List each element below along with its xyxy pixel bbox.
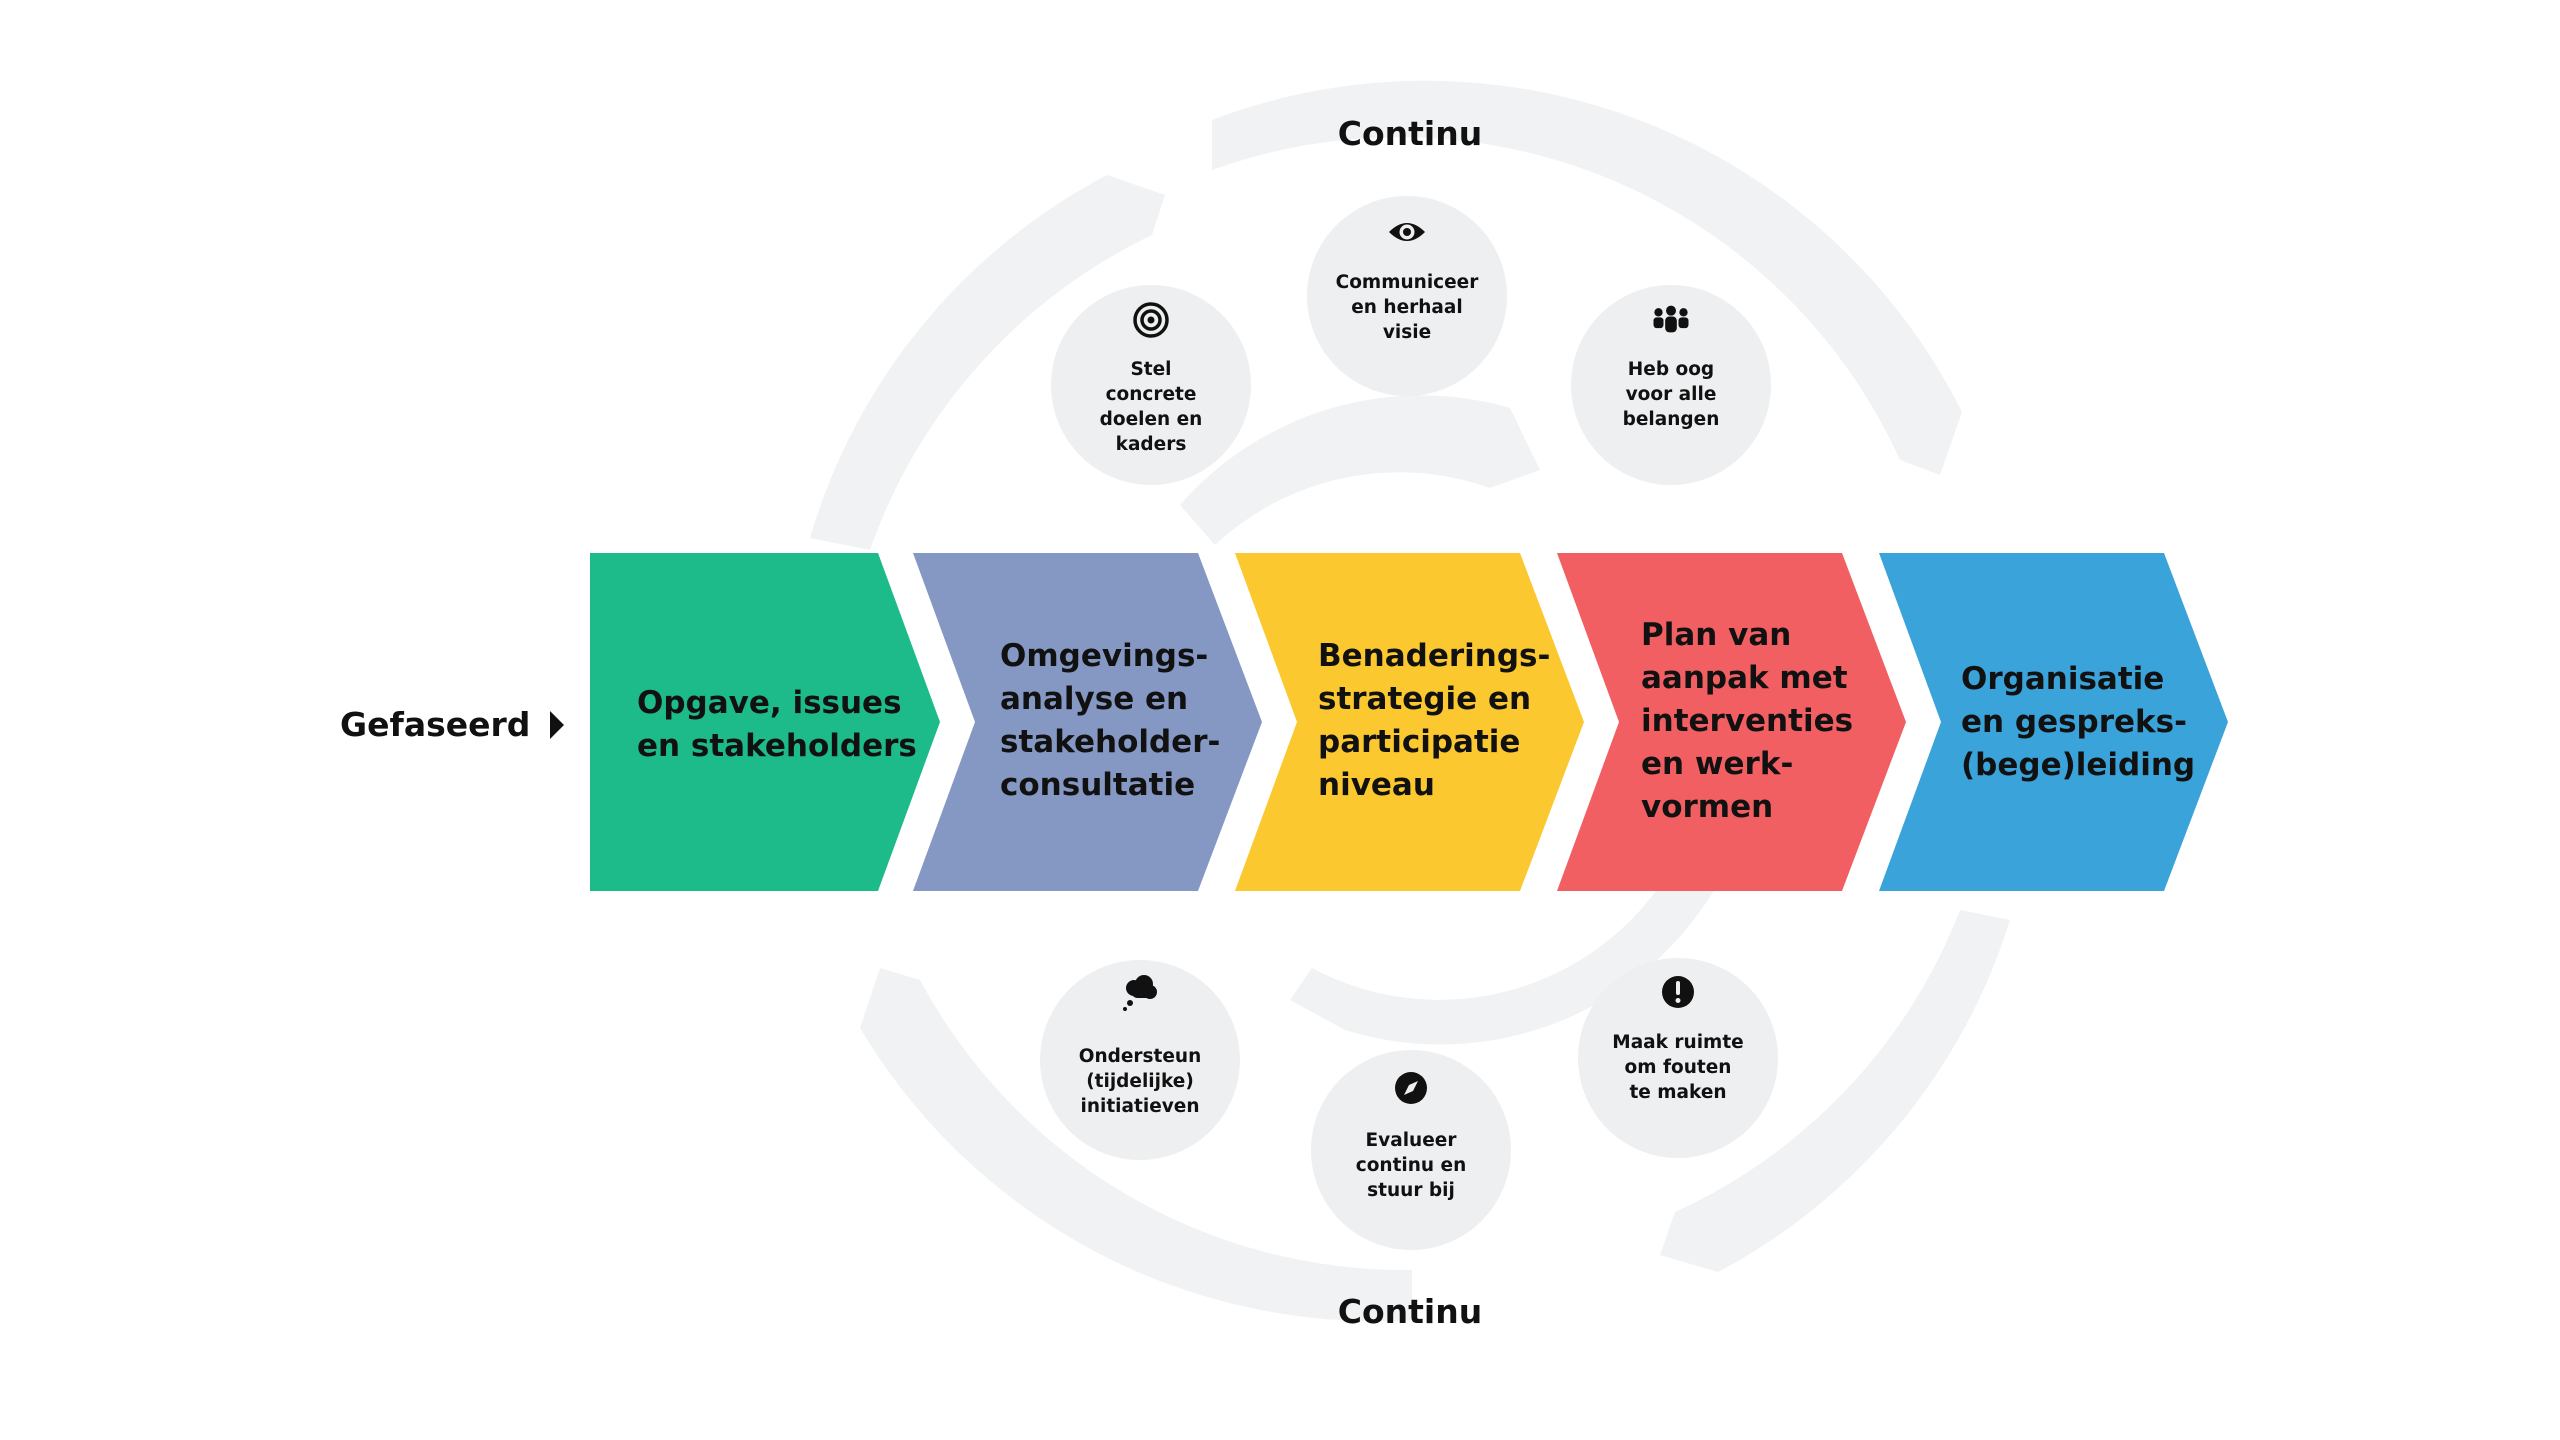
phase-chevron-3: [1235, 553, 1584, 891]
outer-ring-segment-top-right: [1212, 80, 1962, 475]
phase-chevron-5: [1879, 553, 2228, 891]
continu-label-bottom: Continu: [1337, 1292, 1483, 1331]
target-icon: [1131, 300, 1171, 340]
principle-text-belangen: Heb oog voor alle belangen: [1622, 359, 1720, 430]
triangle-right-icon: [550, 711, 565, 739]
gefaseerd-label: Gefaseerd: [340, 705, 531, 744]
phase-chevron-1: [590, 553, 940, 891]
inner-ring-segment-top: [1180, 395, 1540, 545]
outer-ring-segment-bottom-left: [860, 968, 1412, 1322]
phase-chevron-2: [913, 553, 1262, 891]
outer-ring-segment-bottom-right: [1660, 910, 2010, 1272]
principle-text-fouten: Maak ruimte om fouten te maken: [1612, 1032, 1744, 1103]
phase-3-label: Benaderings- strategie en participatie n…: [1318, 638, 1551, 803]
people-group-icon: [1651, 299, 1691, 339]
principle-bubble-evalueer: Evalueer continu en stuur bij: [1311, 1050, 1511, 1250]
phase-5-label: Organisatie en gespreks- (bege)leiding: [1961, 661, 2196, 783]
principle-text-doelen: Stel concrete doelen en kaders: [1099, 359, 1203, 455]
phase-1-label: Opgave, issues en stakeholders: [637, 685, 917, 764]
principle-bubble-belangen: Heb oog voor alle belangen: [1571, 285, 1771, 485]
compass-icon: [1391, 1068, 1431, 1108]
thought-bubble-icon: [1120, 972, 1160, 1012]
principle-bubble-fouten: Maak ruimte om fouten te maken: [1578, 958, 1778, 1158]
inner-ring-segment-bottom: [1290, 870, 1720, 1045]
principle-text-visie: Communiceer en herhaal visie: [1335, 272, 1479, 343]
exclamation-icon: [1658, 972, 1698, 1012]
principle-text-initiatieven: Ondersteun (tijdelijke) initiatieven: [1078, 1046, 1202, 1117]
phase-2-label: Omgevings- analyse en stakeholder- consu…: [1000, 638, 1221, 803]
gefaseerd-marker: Gefaseerd: [340, 702, 565, 748]
principle-bubble-doelen: Stel concrete doelen en kaders: [1051, 285, 1251, 485]
continu-label-top: Continu: [1337, 114, 1483, 153]
phase-chevron-4: [1557, 553, 1906, 891]
principle-bubble-visie: Communiceer en herhaal visie: [1307, 196, 1507, 396]
principle-text-evalueer: Evalueer continu en stuur bij: [1355, 1130, 1467, 1201]
outer-ring-segment-top-left: [810, 175, 1165, 550]
principle-bubble-initiatieven: Ondersteun (tijdelijke) initiatieven: [1040, 960, 1240, 1160]
phase-4-label: Plan van aanpak met interventies en werk…: [1641, 617, 1854, 825]
eye-icon: [1387, 212, 1427, 252]
